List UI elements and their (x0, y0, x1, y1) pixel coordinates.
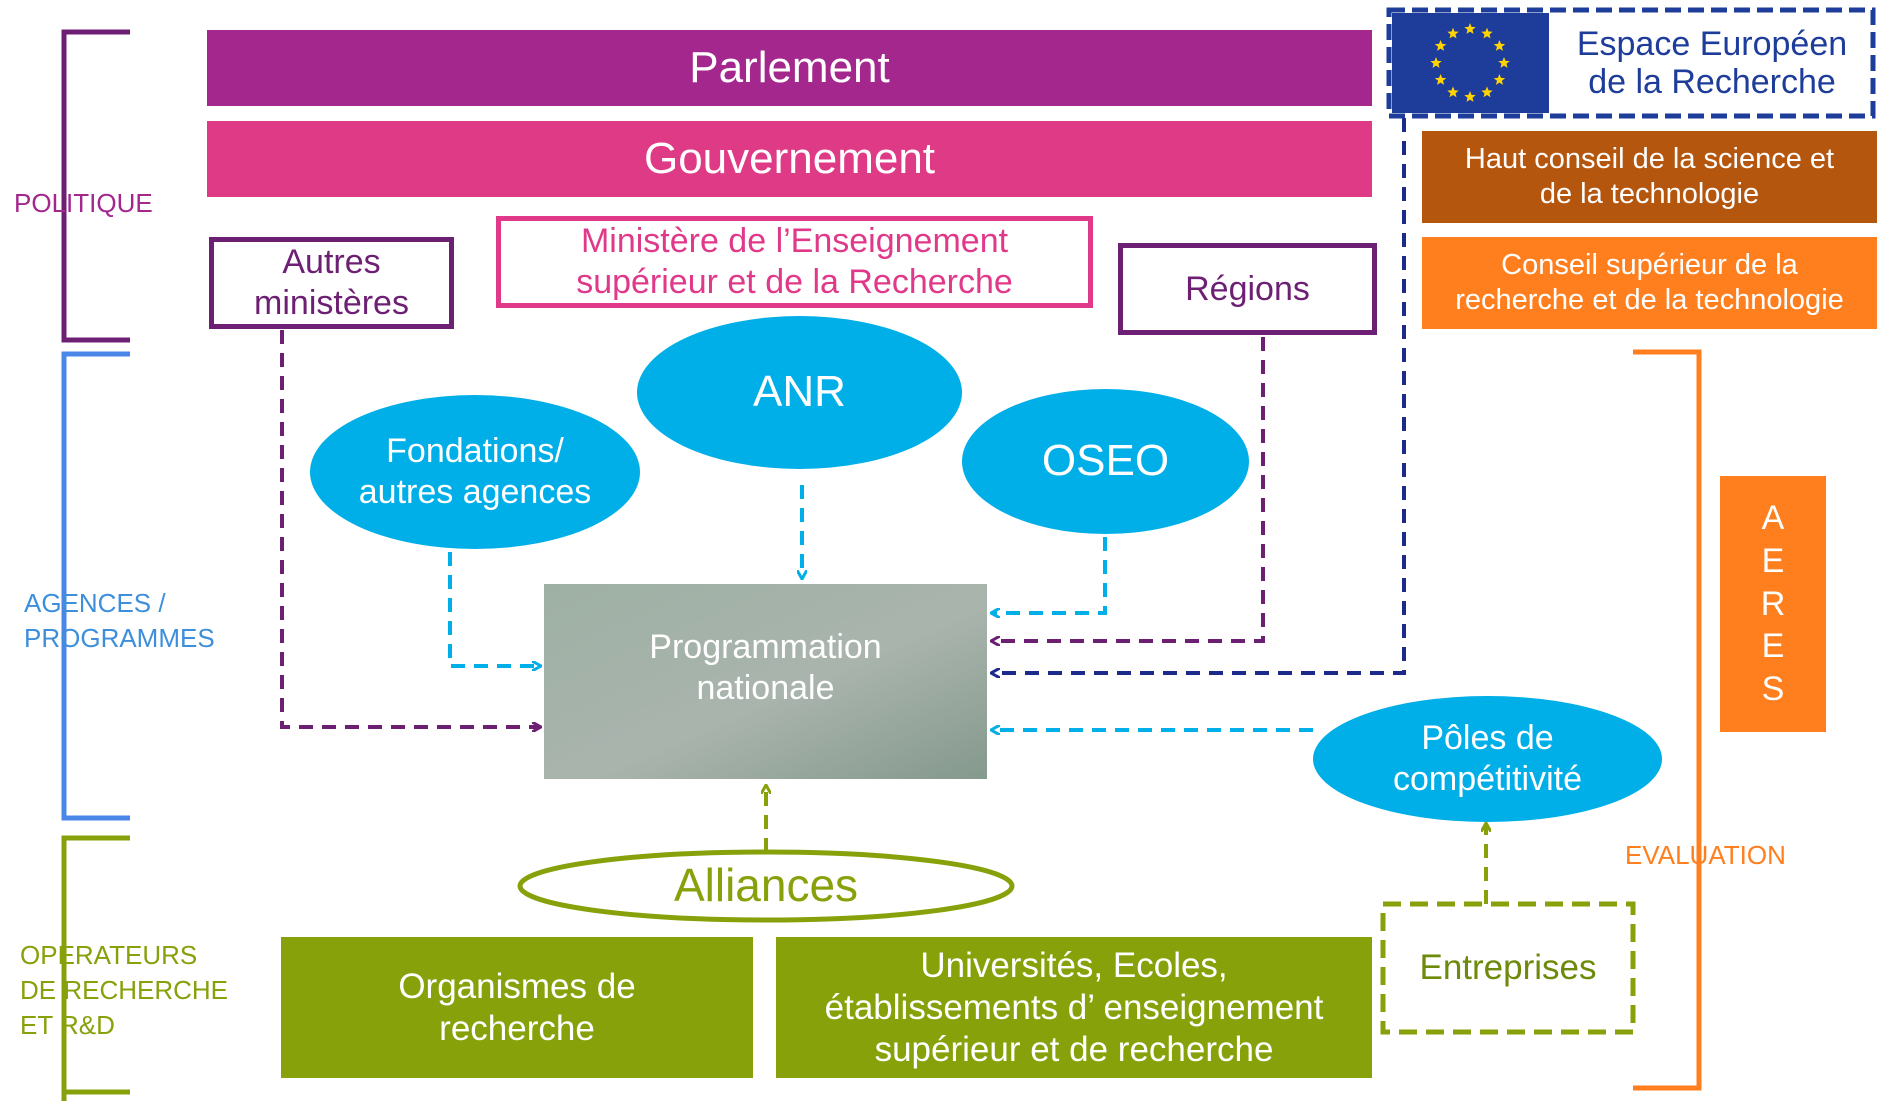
agences-bracket (61, 351, 130, 821)
eu-star-icon (1498, 57, 1510, 68)
arrow-espace-europeen (992, 118, 1406, 673)
entreprises-label: Entreprises (1419, 948, 1597, 987)
alliances-label: Alliances (673, 859, 859, 912)
eu-star-icon (1430, 57, 1442, 68)
arrow-fondations (448, 552, 540, 666)
eu-star-icon (1481, 27, 1493, 39)
organismes-box: Organismes de recherche (281, 937, 753, 1078)
arrow-regions (992, 337, 1265, 641)
eu-star-icon (1434, 40, 1447, 51)
oseo-ellipse: OSEO (962, 389, 1249, 534)
fondations-ellipse: Fondations/ autres agences (310, 395, 640, 549)
eu-star-icon (1447, 27, 1459, 39)
eu-star-icon (1434, 74, 1447, 85)
espace-europeen-frame (1386, 7, 1876, 119)
programmation-nationale: Programmation nationale (649, 628, 882, 707)
regions-box: Régions (1118, 243, 1377, 335)
eu-star-icon (1447, 86, 1459, 98)
eu-flag-icon (1392, 13, 1549, 113)
ministere-box: Ministère de l’Enseignement supérieur et… (496, 216, 1093, 308)
politique-bracket (61, 29, 130, 343)
eu-star-icon (1493, 74, 1506, 85)
autres-ministeres-box: Autres ministères (209, 237, 454, 329)
eu-star-icon (1481, 86, 1493, 98)
section-agences: AGENCES / PROGRAMMES (24, 588, 215, 654)
arrow-autres-ministeres (280, 330, 540, 727)
conseil-superieur-box: Conseil supérieur de la recherche et de … (1422, 237, 1877, 329)
aeres-box: A E R E S (1720, 476, 1826, 732)
eu-star-icon (1464, 23, 1476, 34)
gouvernement-box: Gouvernement (207, 121, 1372, 197)
universites-box: Universités, Ecoles, établissements d’ e… (776, 937, 1372, 1078)
eu-star-icon (1493, 40, 1506, 51)
evaluation-bracket (1633, 349, 1702, 1091)
entreprises-box (1380, 901, 1636, 1035)
anr-ellipse: ANR (637, 316, 962, 469)
espace-europeen-label: Espace Européen de la Recherche (1576, 24, 1848, 101)
alliances-ellipse (517, 849, 1015, 923)
programmation-box-bg (544, 584, 987, 779)
parlement-box: Parlement (207, 30, 1372, 106)
section-politique: POLITIQUE (14, 188, 153, 218)
poles-ellipse: Pôles de compétitivité (1313, 696, 1662, 822)
section-operateurs: OPERATEURS DE RECHERCHE ET R&D (20, 940, 229, 1041)
haut-conseil-box: Haut conseil de la science et de la tech… (1422, 131, 1877, 223)
section-evaluation: EVALUATION (1625, 840, 1786, 870)
eu-star-icon (1464, 91, 1476, 102)
operateurs-bracket (61, 835, 130, 1101)
arrow-oseo (992, 537, 1107, 613)
